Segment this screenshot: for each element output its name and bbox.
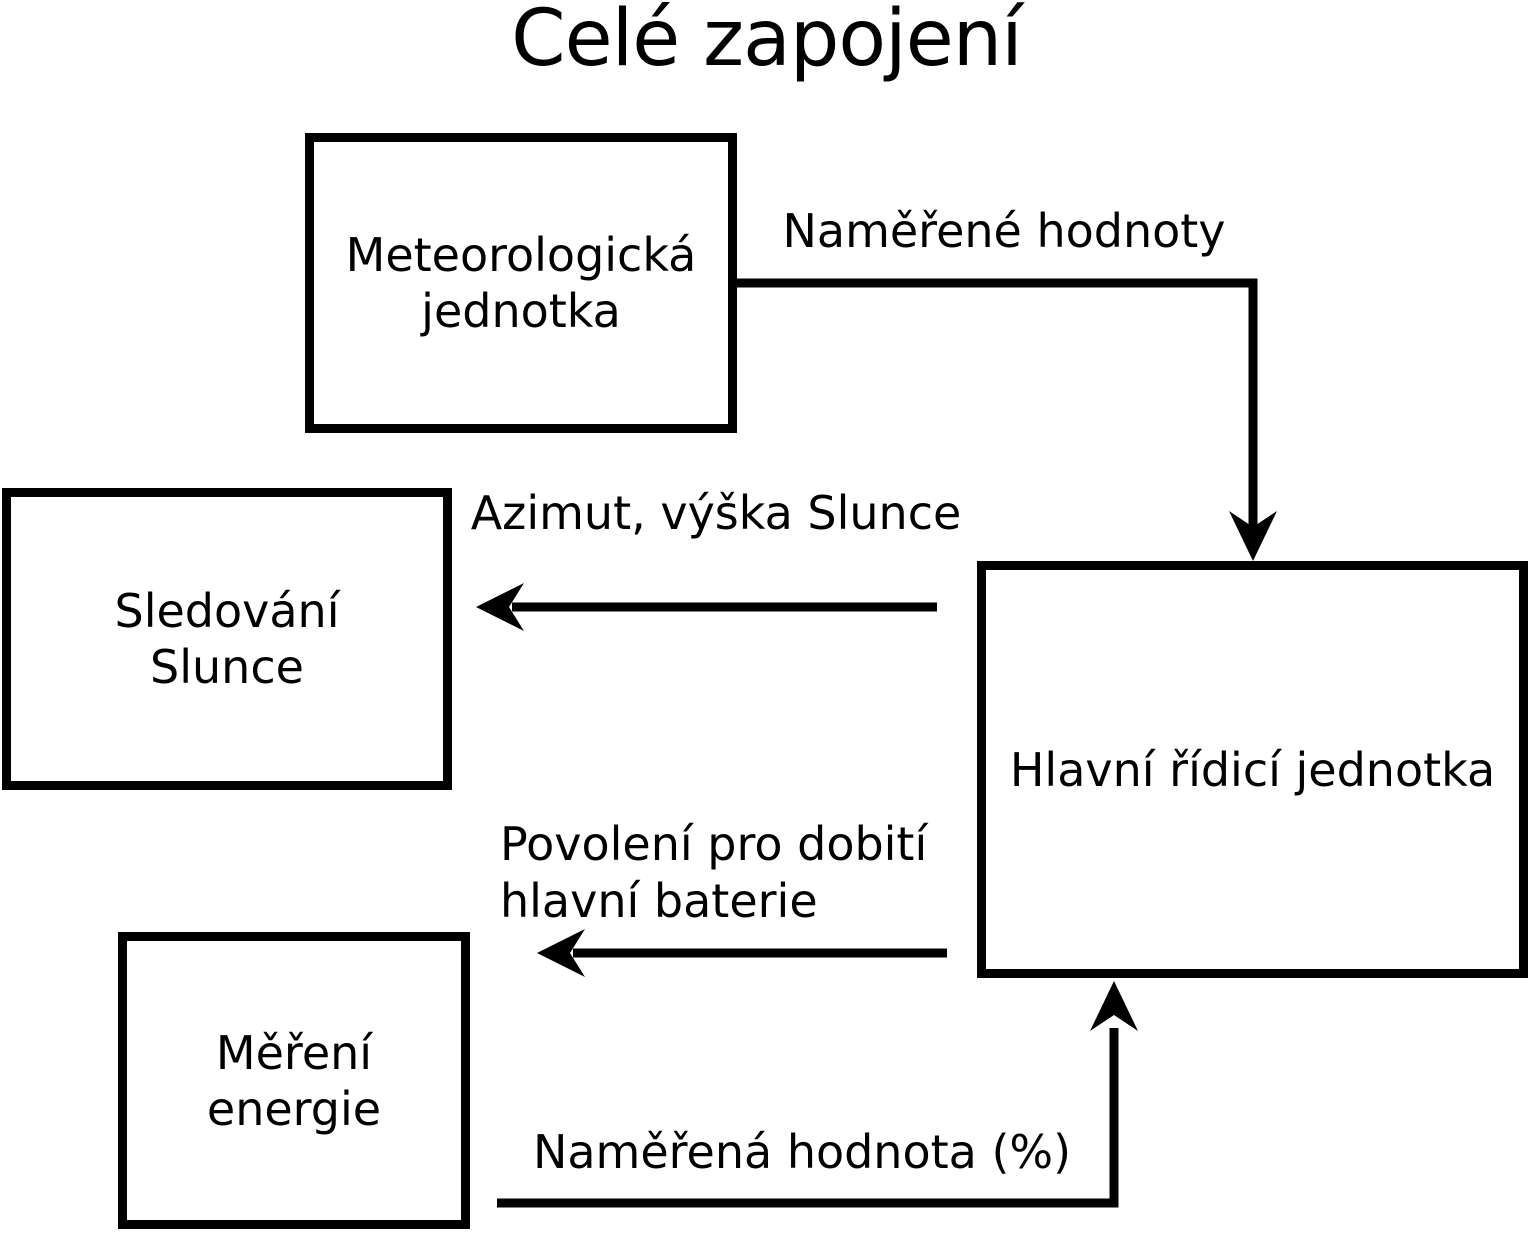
edge-label-azimuth-sun-height: Azimut, výška Slunce	[470, 486, 962, 540]
node-meteorological-unit-label: Meteorologická jednotka	[345, 228, 697, 338]
node-main-control-unit: Hlavní řídicí jednotka	[977, 561, 1528, 978]
diagram-title: Celé zapojení	[511, 0, 1023, 84]
node-sun-tracking-label: Sledování Slunce	[114, 584, 340, 694]
node-meteorological-unit: Meteorologická jednotka	[305, 133, 737, 433]
edge-label-measured-values: Naměřené hodnoty	[782, 204, 1226, 258]
arrow-measured-values	[737, 278, 1277, 561]
edge-label-measured-percent: Naměřená hodnota (%)	[532, 1125, 1072, 1179]
node-energy-measurement-label: Měření energie	[206, 1025, 382, 1136]
arrow-azimuth	[476, 583, 937, 631]
node-main-control-unit-label: Hlavní řídicí jednotka	[1009, 742, 1496, 797]
arrow-measured-percent	[497, 981, 1138, 1208]
node-energy-measurement: Měření energie	[118, 932, 470, 1229]
node-sun-tracking: Sledování Slunce	[2, 488, 452, 790]
edge-label-charge-permission: Povolení pro dobití hlavní baterie	[500, 817, 928, 928]
arrow-charge-permission	[537, 929, 947, 977]
